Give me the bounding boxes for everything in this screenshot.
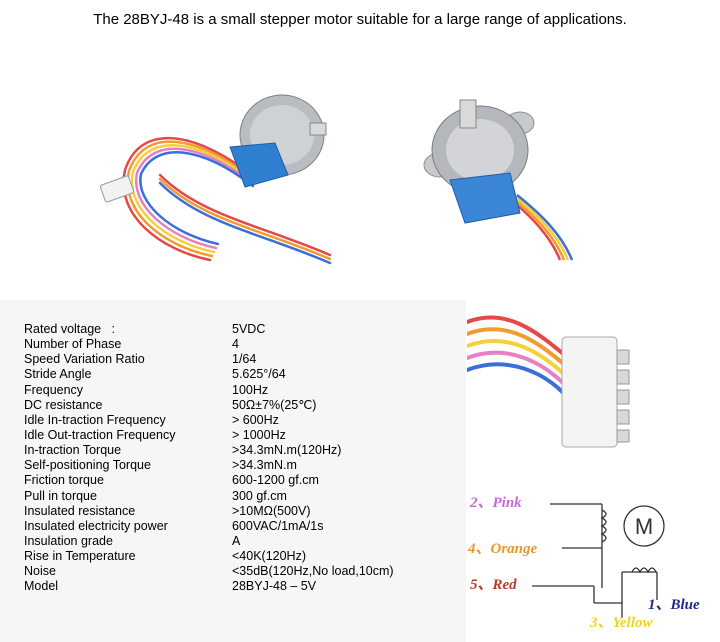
spec-row: Number of Phase 4	[24, 337, 394, 352]
spec-label: Speed Variation Ratio	[24, 352, 145, 367]
spec-value: > 600Hz	[232, 412, 279, 427]
spec-label: Rated voltage :	[24, 322, 116, 336]
spec-row: Rise in Temperature <40K(120Hz)	[24, 549, 394, 564]
spec-row: Model 28BYJ-48 – 5V	[24, 579, 394, 594]
spec-label: Frequency	[24, 382, 84, 397]
spec-label: Noise	[24, 564, 56, 579]
spec-label: Friction torque	[24, 473, 104, 488]
wire-label-yellow: 3、Yellow	[590, 615, 653, 631]
wire-label-pink: 2、Pink	[470, 495, 522, 511]
wire-label-blue: 1、Blue	[648, 597, 700, 613]
spec-value: >34.3mN.m(120Hz)	[232, 443, 342, 458]
spec-row: Friction torque 600-1200 gf.cm	[24, 473, 394, 488]
spec-row: Speed Variation Ratio 1/64	[24, 352, 394, 367]
spec-label: Insulated resistance	[24, 503, 136, 518]
spec-label: Pull in torque	[24, 488, 97, 503]
wire-label-orange: 4、Orange	[468, 541, 538, 557]
spec-value: 5.625°/64	[232, 367, 286, 382]
motor-photo-front	[410, 95, 585, 265]
spec-row: DC resistance 50Ω±7%(25℃)	[24, 398, 394, 413]
spec-row: Pull in torque 300 gf.cm	[24, 489, 394, 504]
spec-value: 600-1200 gf.cm	[232, 473, 319, 488]
spec-label: Idle Out-traction Frequency	[24, 427, 176, 442]
spec-label: Insulated electricity power	[24, 518, 168, 533]
spec-value: 4	[232, 337, 239, 352]
spec-value: > 1000Hz	[232, 427, 286, 442]
spec-label: Number of Phase	[24, 337, 122, 352]
wire-label-red: 5、Red	[470, 577, 517, 593]
connector-photo	[467, 302, 720, 464]
motor-symbol: M	[635, 514, 653, 539]
spec-label: DC resistance	[24, 397, 103, 412]
spec-value: 50Ω±7%(25℃)	[232, 397, 317, 412]
spec-label: Idle In-traction Frequency	[24, 412, 166, 427]
spec-row: Idle In-traction Frequency > 600Hz	[24, 413, 394, 428]
spec-value: <40K(120Hz)	[232, 549, 306, 564]
spec-value: 600VAC/1mA/1s	[232, 518, 324, 533]
spec-row: Insulated electricity power 600VAC/1mA/1s	[24, 519, 394, 534]
spec-value: 28BYJ-48 – 5V	[232, 579, 317, 594]
spec-value: >34.3mN.m	[232, 458, 297, 473]
headline: The 28BYJ-48 is a small stepper motor su…	[93, 11, 627, 28]
spec-row: Rated voltage : 5VDC	[24, 322, 394, 337]
spec-value: 5VDC	[232, 322, 266, 336]
spec-row: Insulated resistance >10MΩ(500V)	[24, 504, 394, 519]
spec-row: In-traction Torque >34.3mN.m(120Hz)	[24, 443, 394, 458]
spec-label: Model	[24, 579, 59, 594]
spec-row: Frequency 100Hz	[24, 383, 394, 398]
spec-row: Stride Angle 5.625°/64	[24, 367, 394, 382]
spec-label: In-traction Torque	[24, 443, 122, 458]
spec-label: Stride Angle	[24, 367, 92, 382]
spec-row: Noise <35dB(120Hz,No load,10cm)	[24, 564, 394, 579]
spec-value: 100Hz	[232, 382, 269, 397]
spec-label: Insulation grade	[24, 533, 113, 548]
spec-label: Self-positioning Torque	[24, 458, 151, 473]
spec-row: Insulation grade A	[24, 534, 394, 549]
wiring-diagram: M 2、Pink 4、Orange 5、Red 1、Blue 3、Yellow	[462, 478, 720, 642]
spec-value: 1/64	[232, 352, 257, 367]
spec-value: A	[232, 533, 241, 548]
spec-label: Rise in Temperature	[24, 549, 136, 564]
motor-photo-with-cable	[100, 75, 340, 275]
spec-row: Self-positioning Torque >34.3mN.m	[24, 458, 394, 473]
spec-value: 300 gf.cm	[232, 488, 287, 503]
spec-row: Idle Out-traction Frequency > 1000Hz	[24, 428, 394, 443]
spec-panel	[0, 300, 466, 642]
spec-value: <35dB(120Hz,No load,10cm)	[232, 564, 394, 579]
spec-value: >10MΩ(500V)	[232, 503, 311, 518]
